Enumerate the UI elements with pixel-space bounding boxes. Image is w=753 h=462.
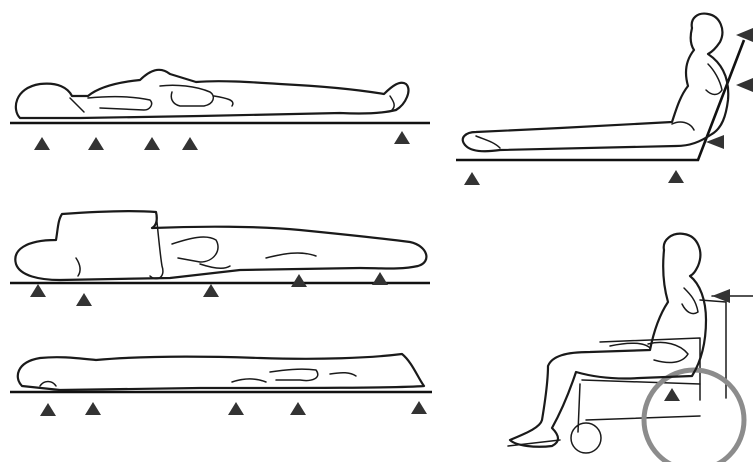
pressure-point-triangle <box>290 402 306 415</box>
pressure-point-triangle <box>291 274 307 287</box>
pressure-points <box>464 170 684 185</box>
pressure-point-triangle <box>88 137 104 150</box>
side-pressure-arrowhead <box>736 78 753 92</box>
side-lying-body-figure <box>15 211 426 280</box>
supine-body-figure <box>16 70 409 118</box>
bed-surface-with-backrest <box>456 40 744 160</box>
side-lying-position-panel <box>10 211 430 306</box>
side-pressure-arrowhead <box>736 28 753 42</box>
pressure-points <box>34 131 410 150</box>
pressure-points <box>30 272 388 306</box>
pressure-point-triangle <box>144 137 160 150</box>
caster-wheel <box>571 423 601 453</box>
pressure-points <box>40 401 427 416</box>
pressure-point-triangle <box>85 402 101 415</box>
pressure-point-triangle <box>664 388 680 401</box>
pressure-point-triangle <box>182 137 198 150</box>
pressure-point-triangle <box>228 402 244 415</box>
long-sitting-body-figure <box>463 14 729 152</box>
pressure-point-triangle <box>40 403 56 416</box>
supine-position-panel <box>10 70 430 150</box>
pressure-point-triangle <box>372 272 388 285</box>
pressure-points <box>664 388 680 401</box>
pressure-point-triangle <box>76 293 92 306</box>
prone-position-panel <box>10 354 432 416</box>
prone-body-figure <box>18 354 424 390</box>
wheelchair-body-figure <box>510 234 706 447</box>
pressure-point-triangle <box>30 284 46 297</box>
side-pressure-arrows <box>706 28 753 149</box>
pressure-point-triangle <box>411 401 427 414</box>
pressure-point-triangle <box>464 172 480 185</box>
long-sitting-in-bed-panel <box>456 14 753 185</box>
pressure-point-triangle <box>668 170 684 183</box>
pressure-point-triangle <box>394 131 410 144</box>
wheelchair-sitting-panel <box>508 234 753 462</box>
pressure-point-triangle <box>34 137 50 150</box>
pressure-point-triangle <box>203 284 219 297</box>
